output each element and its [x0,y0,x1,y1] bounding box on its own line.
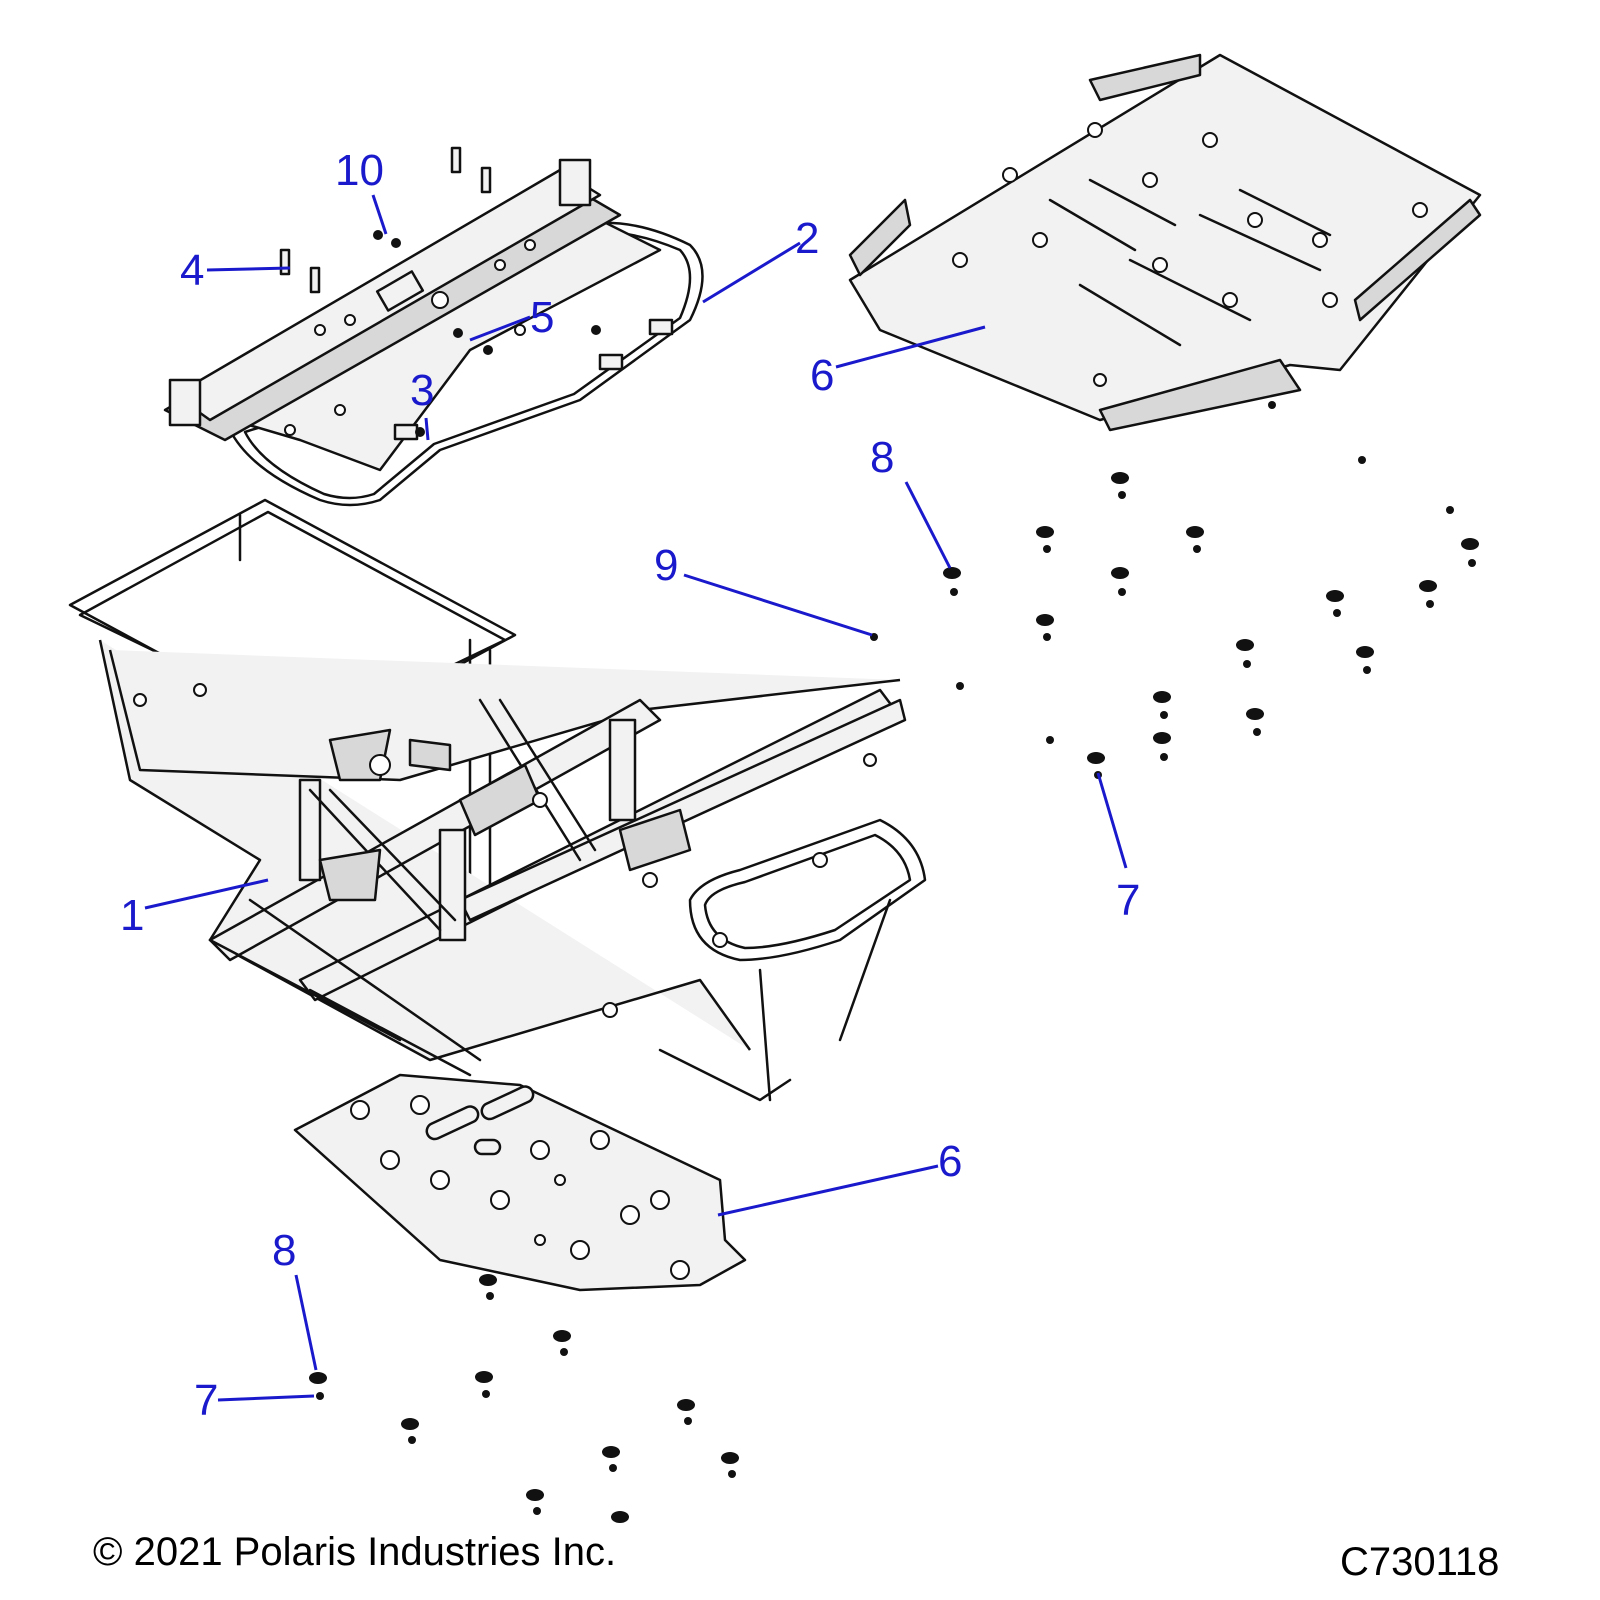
seat-hardware-group [279,146,601,437]
figure-id: C730118 [1340,1540,1500,1584]
callout-8b: 8 [272,1226,296,1275]
callout-9: 9 [654,541,678,590]
callout-labels: 1 2 3 4 5 6 6 7 7 8 8 9 10 [120,146,1140,1425]
callout-6b: 6 [938,1137,962,1186]
leader-9 [683,573,873,637]
callout-8a: 8 [870,433,894,482]
callout-3: 3 [410,366,434,415]
leader-1 [144,878,269,910]
leader-8b [294,1274,318,1371]
leader-8a [904,481,952,569]
callout-1: 1 [120,891,144,940]
leader-6b [717,1164,939,1217]
leader-2 [702,241,801,304]
leader-10 [371,194,388,235]
fastener-cluster-lower [309,1274,739,1523]
leader-5 [469,315,531,342]
callout-2: 2 [795,214,819,263]
leader-4 [206,266,291,272]
floor-panel-upper-part [848,53,1482,432]
fastener-cluster-right [870,401,1479,779]
callout-4: 4 [180,246,204,295]
seat-base-frame-part [163,158,704,507]
leader-6a [835,325,986,369]
callout-10: 10 [335,146,384,195]
leader-7a [1096,772,1128,869]
main-frame-part [68,498,927,1102]
skid-plate-lower-part [293,1073,747,1292]
callout-7b: 7 [194,1376,218,1425]
leader-7b [217,1394,315,1402]
leader-3 [424,417,430,441]
copyright-notice: © 2021 Polaris Industries Inc. [93,1530,617,1574]
callout-7a: 7 [1116,876,1140,925]
callout-5: 5 [530,293,554,342]
callout-6a: 6 [810,351,834,400]
callout-leaders [144,194,1128,1402]
